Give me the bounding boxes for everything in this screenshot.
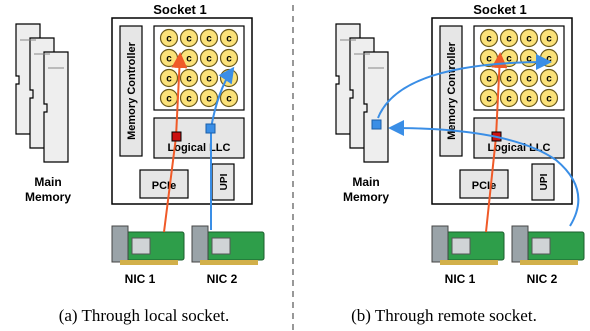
cpu-core-label: c: [186, 54, 192, 65]
nic2-upi-path: [388, 120, 580, 227]
llc-block: [473, 117, 565, 159]
nic1-llc-marker: [171, 131, 182, 142]
cpu-core-label: c: [186, 74, 192, 85]
socket-label: Socket 1: [153, 2, 206, 17]
memory-controller-label: Memory Controller: [126, 41, 138, 140]
cpu-core-label: c: [486, 54, 492, 65]
pcie-label: PCIe: [152, 180, 176, 192]
cpu-core: [219, 48, 239, 68]
cpu-core-label: c: [506, 74, 512, 85]
nic1-card: [111, 225, 185, 265]
pcie-label: PCIe: [472, 180, 496, 192]
nic1-card: [431, 225, 505, 265]
main-memory-label-line1: Main: [34, 175, 61, 189]
cpu-core: [199, 28, 219, 48]
nic2-label: NIC 2: [527, 272, 558, 286]
llc-block: [153, 117, 245, 159]
panel-b: Main Memory Socket 1 Memory Controller c…: [335, 2, 585, 325]
nic2-memory-marker: [371, 119, 382, 130]
cpu-core-label: c: [506, 34, 512, 45]
cpu-core-label: c: [506, 54, 512, 65]
cpu-core-label: c: [546, 34, 552, 45]
cpu-core-label: c: [506, 94, 512, 105]
cpu-core-label: c: [166, 74, 172, 85]
nic2-memory-to-core-path: [377, 54, 552, 119]
upi-block: [531, 163, 555, 201]
panel-a: Main Memory Socket 1 Memory Controller c…: [15, 2, 265, 325]
cpu-core: [539, 88, 559, 108]
cpu-core: [159, 28, 179, 48]
cpu-core-label: c: [226, 94, 232, 105]
caption-a: (a) Through local socket.: [59, 306, 230, 325]
cpu-core-label: c: [166, 34, 172, 45]
pcie-block: [139, 169, 189, 199]
main-memory-dimms: [335, 23, 389, 163]
upi-label: UPI: [219, 173, 230, 190]
cpu-core-label: c: [186, 34, 192, 45]
cpu-core: [219, 88, 239, 108]
nic2-card: [511, 225, 585, 265]
cpu-core: [539, 28, 559, 48]
cpu-core: [479, 68, 499, 88]
nic2-label: NIC 2: [207, 272, 238, 286]
cpu-core: [519, 88, 539, 108]
caption-b: (b) Through remote socket.: [351, 306, 537, 325]
upi-label: UPI: [539, 173, 550, 190]
cpu-core: [499, 68, 519, 88]
cpu-core-label: c: [526, 94, 532, 105]
cpu-core-label: c: [526, 34, 532, 45]
cpu-core-label: c: [486, 94, 492, 105]
cpu-core-label: c: [166, 94, 172, 105]
cpu-core: [519, 28, 539, 48]
llc-label: Logical LLC: [488, 142, 551, 154]
cpu-core: [499, 28, 519, 48]
cpu-core-label: c: [226, 54, 232, 65]
cpu-core: [179, 88, 199, 108]
memory-controller-label: Memory Controller: [446, 41, 458, 140]
nic1-label: NIC 1: [125, 272, 156, 286]
cpu-core: [199, 48, 219, 68]
main-memory-label-line2: Memory: [25, 190, 71, 204]
memory-controller-block: [439, 25, 463, 157]
cpu-core-label: c: [206, 34, 212, 45]
pcie-block: [459, 169, 509, 199]
cpu-core: [199, 68, 219, 88]
cpu-core-label: c: [206, 74, 212, 85]
main-memory-label-line2: Memory: [343, 190, 389, 204]
cpu-core: [479, 28, 499, 48]
cpu-core: [179, 28, 199, 48]
cpu-core: [159, 68, 179, 88]
cpu-core-label: c: [486, 74, 492, 85]
cpu-core-label: c: [546, 74, 552, 85]
cpu-core-label: c: [526, 74, 532, 85]
cpu-core-label: c: [186, 94, 192, 105]
cpu-core-label: c: [166, 54, 172, 65]
cpu-core: [499, 88, 519, 108]
main-memory-dimms: [15, 23, 69, 163]
cpu-core-label: c: [526, 54, 532, 65]
cpu-core-label: c: [546, 94, 552, 105]
main-memory-label-line1: Main: [352, 175, 379, 189]
cpu-core-label: c: [226, 34, 232, 45]
memory-controller-block: [119, 25, 143, 157]
socket-label: Socket 1: [473, 2, 526, 17]
cpu-core: [179, 68, 199, 88]
llc-label: Logical LLC: [168, 142, 231, 154]
cpu-core-label: c: [206, 94, 212, 105]
nic1-label: NIC 1: [445, 272, 476, 286]
cpu-core: [219, 28, 239, 48]
nic2-card: [191, 225, 265, 265]
cpu-core-label: c: [206, 54, 212, 65]
nic2-llc-marker: [205, 123, 216, 134]
cpu-core-label: c: [486, 34, 492, 45]
cpu-core: [519, 68, 539, 88]
